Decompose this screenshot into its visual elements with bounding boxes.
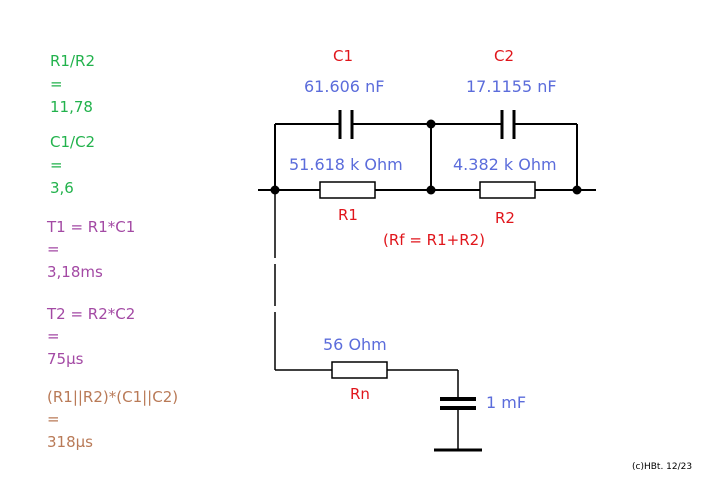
formula-r-ratio-value: 11,78 bbox=[50, 98, 93, 116]
formula-c-ratio-equals: = bbox=[50, 156, 63, 174]
formula-t1-expr: T1 = R1*C1 bbox=[47, 218, 136, 236]
formula-c-ratio-value: 3,6 bbox=[50, 179, 74, 197]
copyright-note: (c)HBt. 12/23 bbox=[632, 462, 693, 472]
formula-parallel-expr: (R1||R2)*(C1||C2) bbox=[47, 388, 179, 406]
label-r1-value: 51.618 k Ohm bbox=[289, 155, 403, 174]
junction-dot-right bbox=[572, 185, 582, 195]
label-rn-value: 56 Ohm bbox=[323, 335, 387, 354]
formula-t2-equals: = bbox=[47, 327, 60, 345]
label-rf-note: (Rf = R1+R2) bbox=[383, 231, 486, 249]
label-c1-name: C1 bbox=[333, 47, 354, 65]
formula-parallel-equals: = bbox=[47, 410, 60, 428]
label-r1-name: R1 bbox=[338, 206, 358, 224]
label-rn-name: Rn bbox=[350, 385, 370, 403]
formula-r-ratio-equals: = bbox=[50, 75, 63, 93]
resistor-rn bbox=[331, 361, 388, 379]
formula-c-ratio-expr: C1/C2 bbox=[50, 133, 96, 151]
resistor-r1 bbox=[319, 181, 376, 199]
label-c2-value: 17.1155 nF bbox=[466, 77, 557, 96]
formula-r-ratio-expr: R1/R2 bbox=[50, 52, 95, 70]
formula-parallel-value: 318µs bbox=[47, 433, 93, 451]
formula-t1-equals: = bbox=[47, 240, 60, 258]
label-c2-name: C2 bbox=[494, 47, 515, 65]
formula-t2-value: 75µs bbox=[47, 350, 84, 368]
resistor-r2 bbox=[479, 181, 536, 199]
label-c1-value: 61.606 nF bbox=[304, 77, 385, 96]
junction-dot-mid bbox=[426, 185, 436, 195]
label-r2-value: 4.382 k Ohm bbox=[453, 155, 557, 174]
label-r2-name: R2 bbox=[495, 209, 515, 227]
label-cn-value: 1 mF bbox=[486, 393, 527, 412]
formula-t1-value: 3,18ms bbox=[47, 263, 103, 281]
junction-dot-left bbox=[270, 185, 280, 195]
junction-dot-top-mid bbox=[426, 119, 436, 129]
formula-t2-expr: T2 = R2*C2 bbox=[47, 305, 136, 323]
